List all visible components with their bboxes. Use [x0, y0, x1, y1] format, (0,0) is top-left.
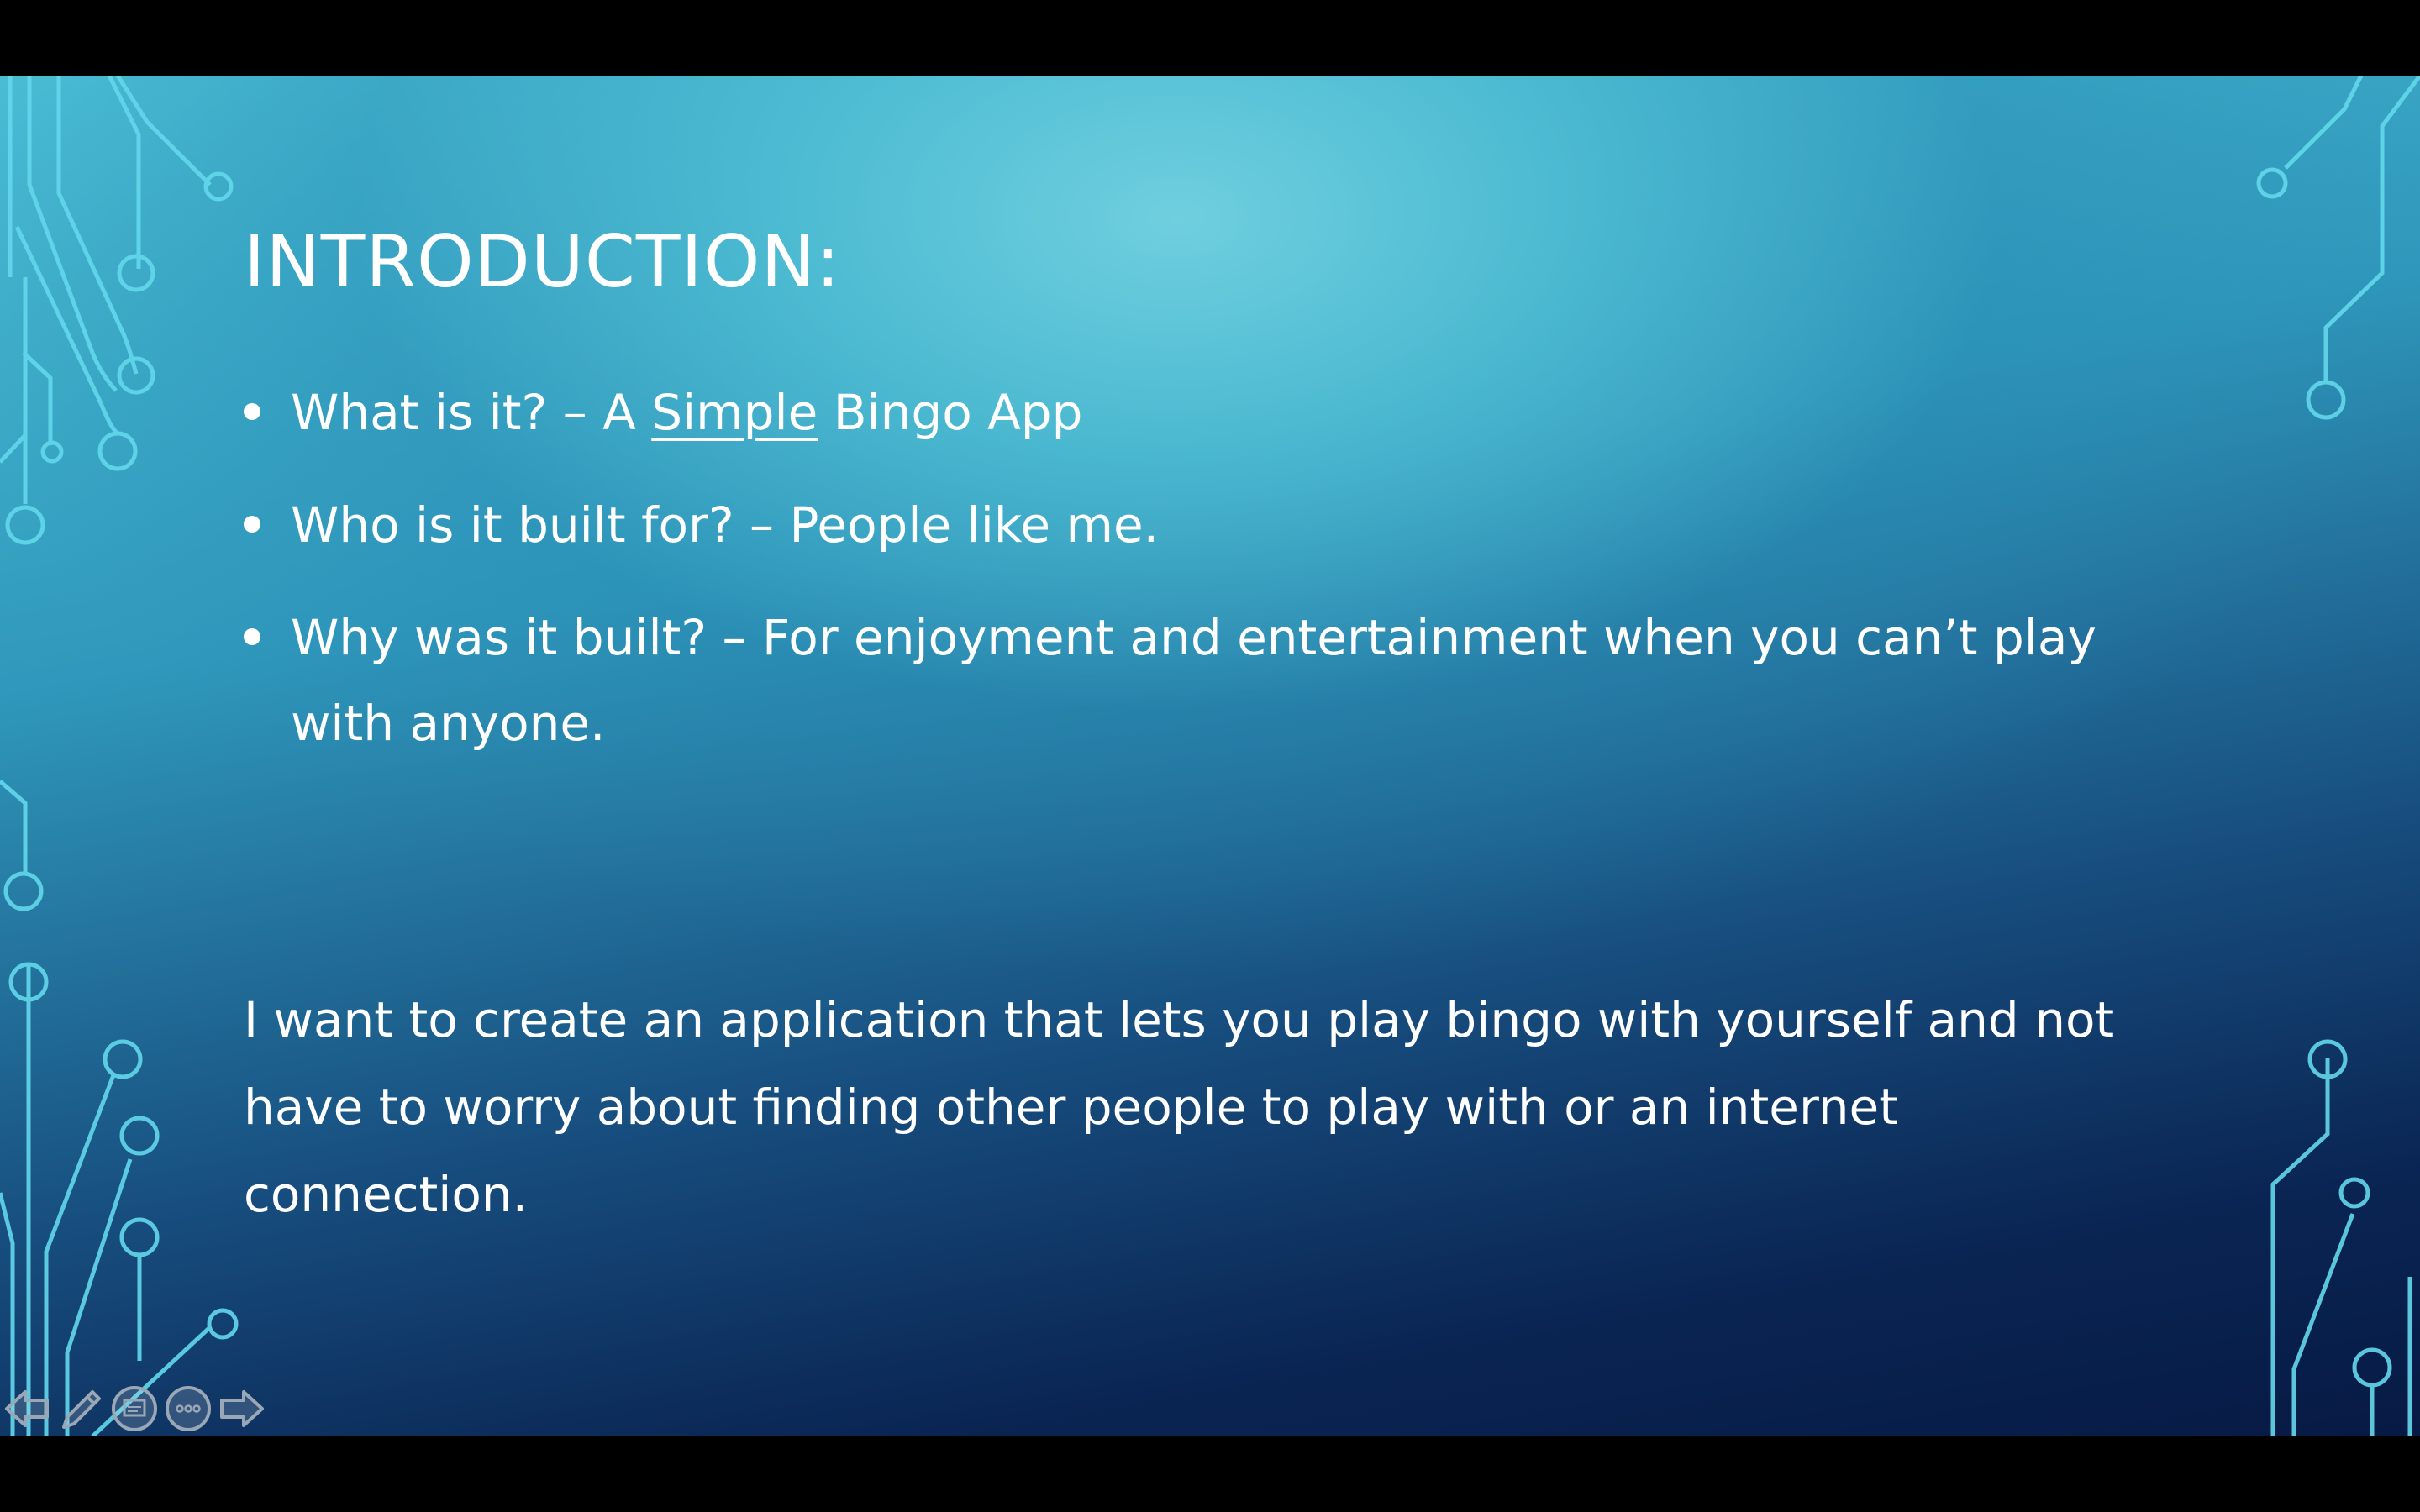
next-slide-button[interactable]	[215, 1382, 269, 1436]
slide-grid-button[interactable]	[108, 1382, 161, 1436]
bullet-list: What is it? – A Simple Bingo App Who is …	[244, 370, 2193, 793]
bullet-dot-icon	[244, 516, 260, 533]
arrow-left-icon	[5, 1390, 49, 1427]
bullet-text-before: What is it? – A	[291, 384, 652, 441]
circuit-decoration	[0, 76, 2420, 1436]
bullet-text: Why was it built? – For enjoyment and en…	[291, 609, 2096, 752]
bullet-item: What is it? – A Simple Bingo App	[244, 370, 2193, 455]
bullet-text: Who is it built for? – People like me.	[291, 496, 1160, 554]
letterbox-top	[0, 0, 2420, 76]
slides-icon	[112, 1386, 157, 1431]
pen-icon	[62, 1390, 101, 1429]
more-options-button[interactable]	[161, 1382, 215, 1436]
previous-slide-button[interactable]	[0, 1382, 54, 1436]
pen-tool-button[interactable]	[54, 1382, 108, 1436]
simple-link[interactable]: Simple	[651, 384, 818, 441]
bullet-item: Why was it built? – For enjoyment and en…	[244, 595, 2193, 766]
letterbox-bottom	[0, 1436, 2420, 1512]
bullet-item: Who is it built for? – People like me.	[244, 482, 2193, 568]
bullet-text-after: Bingo App	[818, 384, 1083, 441]
slide-title: INTRODUCTION:	[244, 220, 841, 304]
bullet-dot-icon	[244, 403, 260, 420]
slide[interactable]: INTRODUCTION: What is it? – A Simple Bin…	[0, 76, 2420, 1436]
intro-paragraph: I want to create an application that let…	[244, 991, 2115, 1223]
more-icon	[166, 1386, 211, 1431]
slideshow-nav-controls	[0, 1379, 269, 1436]
bullet-dot-icon	[244, 628, 260, 645]
arrow-right-icon	[220, 1390, 264, 1427]
